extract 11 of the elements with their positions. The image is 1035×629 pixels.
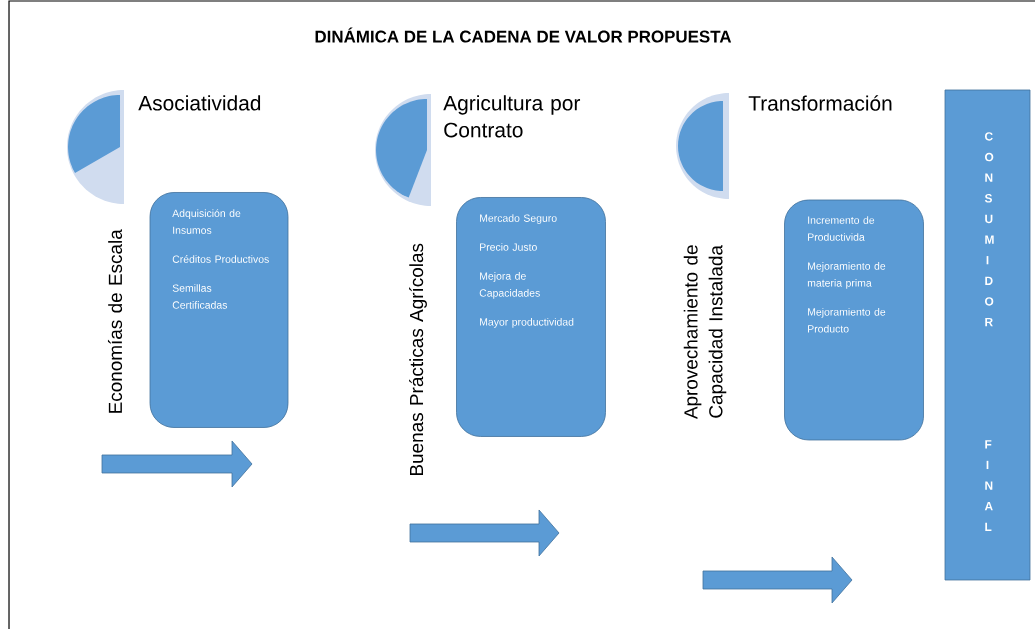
vertical-label: Aprovechamiento de Capacidad Instalada — [683, 245, 727, 420]
stage-heading: Asociatividad — [138, 95, 261, 111]
rounded-box: Incremento de Productivida Mejoramiento de materia prima Mejoramiento de Producto — [784, 199, 924, 441]
rounded-box: Adquisición de Insumos Créditos Productivos Semillas Certificadas — [149, 192, 289, 428]
vertical-label: Buenas Prácticas Agrícolas — [409, 243, 427, 476]
tall-bar: C O N S U M I D O R F I N A L — [944, 89, 1031, 581]
stage-heading: Agricultura por Contrato — [443, 95, 581, 138]
vertical-label: Economías de Escala — [107, 229, 123, 413]
title: DINÁMICA DE LA CADENA DE VALOR PROPUESTA — [315, 27, 732, 43]
stage-heading: Transformación — [748, 95, 892, 111]
rounded-box: Mercado Seguro Precio Justo Mejora de Capacidades Mayor productividad — [456, 197, 606, 437]
